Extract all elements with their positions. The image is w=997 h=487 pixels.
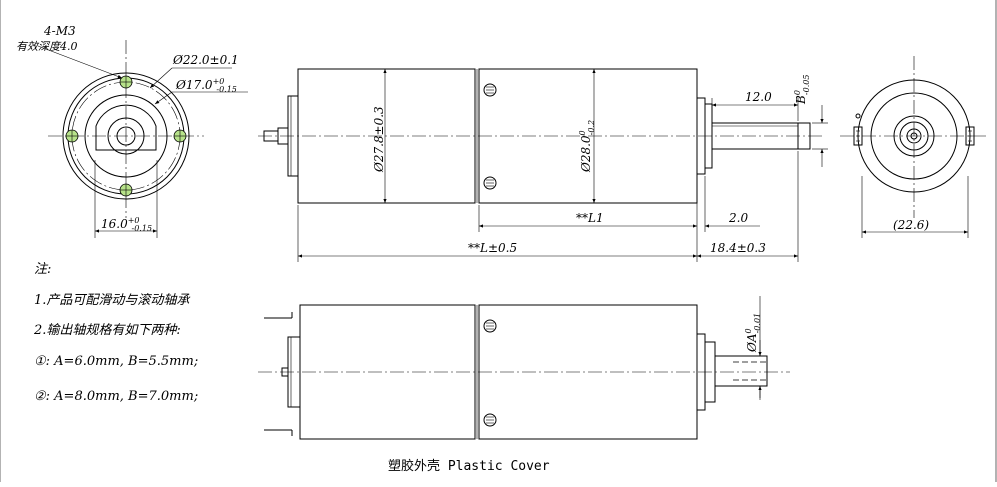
dia-outer-label: Ø22.0±0.1 — [172, 53, 239, 67]
rear-dia-label: (22.6) — [893, 218, 929, 232]
mount-hole-left — [65, 129, 79, 143]
notes-line-2: 2.输出轴规格有如下两种: — [33, 323, 181, 338]
thread-leader — [37, 45, 123, 79]
front-pocket — [95, 104, 157, 151]
rear-boss-mid — [899, 121, 929, 151]
bottom-screw-top — [483, 319, 497, 333]
bottom-motor-body — [299, 304, 476, 440]
depth-callout: 有效深度4.0 — [16, 40, 78, 53]
shaft-total-label: 18.4±0.3 — [710, 241, 766, 255]
rear-inner-circle — [870, 92, 958, 180]
figure-caption: 塑胶外壳 Plastic Cover — [388, 458, 550, 474]
rear-marker-dot — [855, 113, 861, 119]
thread-callout: 4-M3 — [43, 24, 76, 38]
side-view: Ø27.8±0.3 Ø28.00-0.2 12.0 B0-0.05 **L1 2… — [258, 68, 828, 262]
rear-terminal-left — [853, 126, 863, 146]
bottom-screw-bottom — [483, 413, 497, 427]
front-hub — [107, 117, 145, 155]
l-total-label: **L±0.5 — [468, 241, 517, 255]
notes-line-4: ②: A=8.0mm, B=7.0mm; — [34, 389, 198, 404]
notes-line-3: ①: A=6.0mm, B=5.5mm; — [34, 354, 198, 369]
rear-terminal-right — [965, 126, 975, 146]
dia22-leader — [149, 67, 173, 89]
shaft-flat-label: B0-0.05 — [793, 75, 811, 105]
front-boss-circle — [84, 94, 168, 178]
notes-line-1: 1.产品可配滑动与滚动轴承 — [34, 293, 191, 308]
dia-inner-label: Ø17.0+0-0.15 — [175, 77, 237, 94]
shaft-a-label: ØA0-0.01 — [744, 313, 762, 353]
mount-hole-bottom — [119, 183, 133, 197]
dia-motor-label: Ø27.8±0.3 — [372, 106, 386, 173]
notes-heading: 注: — [34, 262, 51, 277]
dim-2-label: 2.0 — [728, 211, 748, 225]
front-outer-circle — [62, 72, 190, 200]
bottom-output-shaft — [714, 355, 768, 387]
bottom-rear-nub — [281, 367, 289, 377]
mount-hole-top — [119, 75, 133, 89]
mount-hole-right — [173, 129, 187, 143]
rear-view: (22.6) — [840, 56, 986, 238]
shaft-tip — [797, 122, 811, 150]
shaft-len-label: 12.0 — [745, 90, 772, 104]
dia17-leader — [154, 91, 173, 105]
dia-gear-label: Ø28.00-0.2 — [578, 120, 596, 173]
notes-block: 注: 1.产品可配滑动与滚动轴承 2.输出轴规格有如下两种: ①: A=6.0m… — [33, 262, 198, 404]
front-shaft — [116, 126, 136, 146]
rear-boss-outer — [893, 115, 935, 157]
screw-top — [483, 83, 497, 97]
rear-boss-core — [910, 132, 918, 140]
width-label: 16.0+0-0.15 — [101, 216, 152, 233]
screw-bottom — [483, 176, 497, 190]
front-view: 4-M3 有效深度4.0 Ø22.0±0.1 Ø17.0+0-0.15 16.0… — [16, 24, 248, 238]
l1-label: **L1 — [576, 211, 604, 225]
bottom-view: ØA0-0.01 — [258, 296, 790, 440]
rear-boss-inner — [906, 128, 922, 144]
